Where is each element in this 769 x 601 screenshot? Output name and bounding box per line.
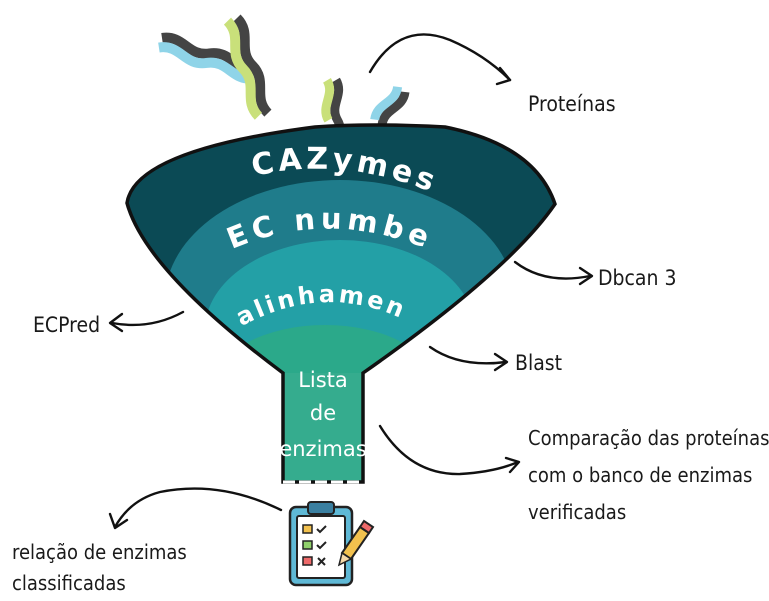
label-comparacao-1: Comparação das proteínas — [528, 426, 769, 450]
stem-line3: enzimas — [279, 437, 366, 461]
label-comparacao-2: com o banco de enzimas — [528, 463, 752, 487]
arrow-proteinas — [368, 33, 512, 86]
arrow-dbcan — [513, 260, 594, 286]
label-dbcan: Dbcan 3 — [598, 266, 677, 290]
arrow-relacao — [108, 487, 283, 530]
checklist-clipboard-icon — [288, 501, 354, 587]
label-relacao-2: classificadas — [12, 571, 126, 595]
label-ecpred: ECPred — [33, 313, 100, 337]
label-comparacao-3: verificadas — [528, 500, 626, 524]
label-proteinas: Proteínas — [528, 92, 616, 116]
stem-line2: de — [310, 401, 336, 425]
stem-line1: Lista — [298, 368, 348, 392]
arrow-comparacao — [378, 424, 521, 476]
arrow-blast — [428, 345, 509, 372]
pencil-icon — [337, 519, 375, 567]
label-relacao-1: relação de enzimas — [12, 540, 187, 564]
label-blast: Blast — [515, 351, 562, 375]
protein-helix-icon — [158, 14, 410, 145]
arrow-ecpred — [108, 310, 185, 333]
